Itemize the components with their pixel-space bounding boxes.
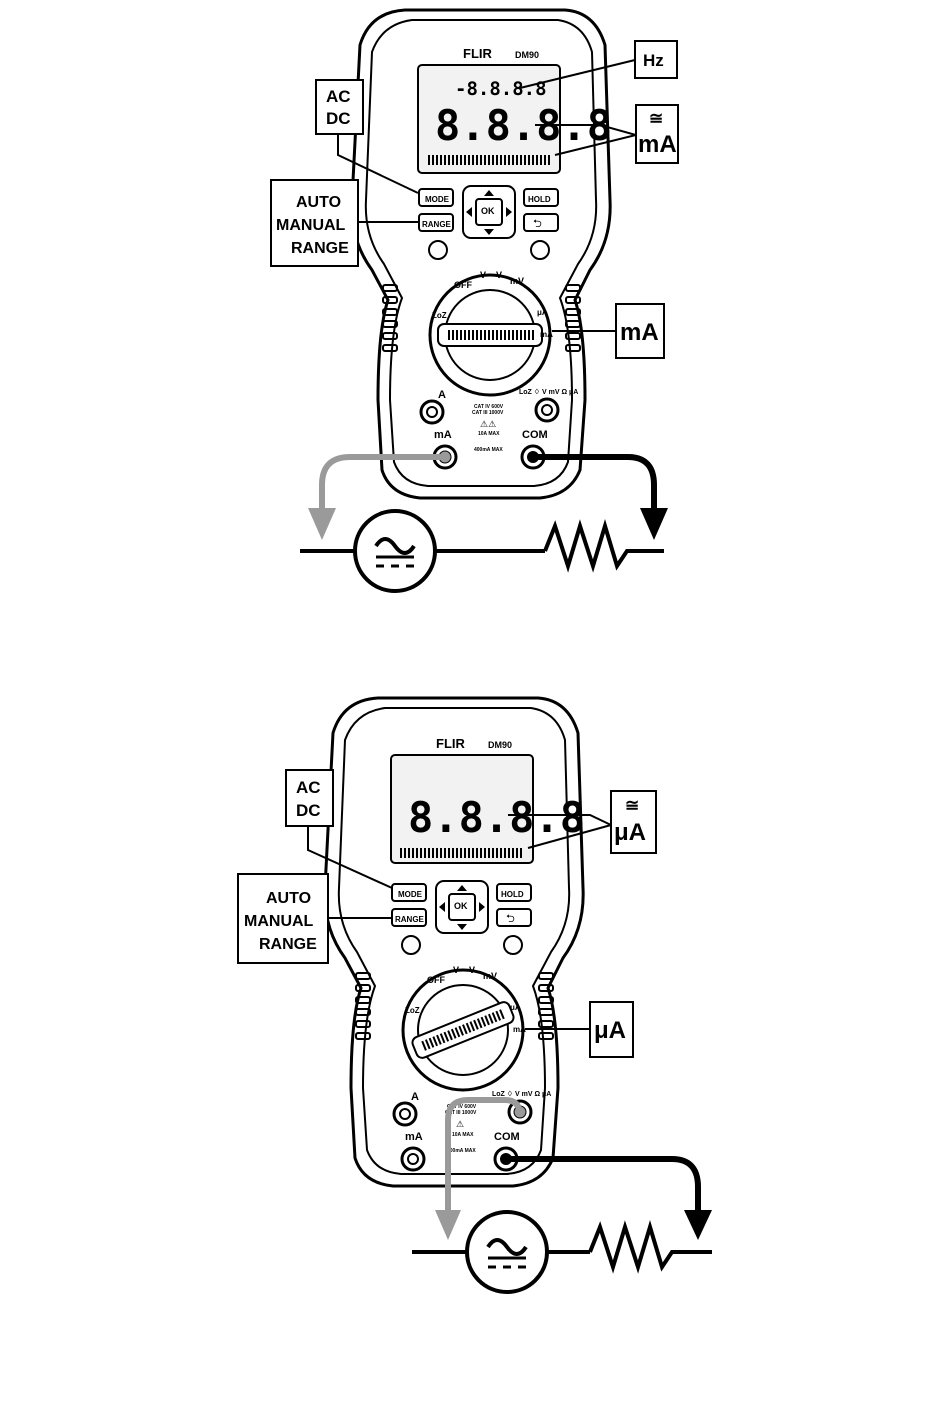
terminal-ma-label: mA	[405, 1131, 423, 1143]
callout-acdc-symbol: ≅	[649, 109, 663, 128]
lcd-main-reading: 8.8.8.8	[408, 793, 585, 842]
callout-dial-unit: μA	[594, 1017, 626, 1044]
lcd-sub-reading: -8.8.8.8	[455, 78, 547, 100]
dial-ua-label: μA	[510, 1003, 521, 1012]
hold-button[interactable]: HOLD	[501, 890, 524, 899]
dial-v-label-2: V	[469, 965, 475, 975]
warning-icon: ⚠⚠	[480, 420, 496, 430]
backlight-button[interactable]	[503, 935, 523, 955]
up-arrow-icon[interactable]	[484, 190, 494, 196]
rating-10a: 10A MAX	[478, 431, 500, 437]
callout-auto: AUTO	[296, 194, 341, 211]
back-arrow-icon: ⮌	[506, 912, 515, 925]
dial-loz-label: LoZ	[405, 1006, 420, 1015]
gray-lead-arrow	[435, 1210, 461, 1240]
resistor-symbol	[543, 519, 664, 573]
range-button[interactable]: RANGE	[422, 220, 452, 229]
callout-hz: Hz	[643, 51, 664, 70]
flashlight-button[interactable]	[428, 240, 448, 260]
black-lead-arrow	[640, 508, 668, 540]
ac-dc-source-symbol	[353, 509, 437, 593]
terminal-a-label: A	[438, 389, 446, 401]
dial-loz-label: LoZ	[432, 311, 447, 320]
dial-ua-label: μA	[537, 308, 548, 317]
terminal-v-label: LoZ ♢ V mV Ω μA	[519, 388, 578, 396]
black-lead-arrow	[684, 1210, 712, 1240]
back-button[interactable]	[523, 213, 559, 232]
model-label: DM90	[515, 50, 539, 60]
callout-dial-unit: mA	[620, 319, 659, 346]
terminal-ma-label: mA	[434, 429, 452, 441]
model-label: DM90	[488, 740, 512, 750]
down-arrow-icon[interactable]	[457, 924, 467, 930]
dial-ma-label: mA	[540, 330, 553, 339]
right-arrow-icon[interactable]	[506, 207, 512, 217]
callout-manual: MANUAL	[276, 217, 346, 234]
rating-10a: 10A MAX	[452, 1132, 474, 1138]
callout-acdc-symbol: ≅	[625, 796, 639, 815]
terminal-a-label: A	[411, 1091, 419, 1103]
rating-cat4: CAT IV 600V	[447, 1104, 477, 1110]
gray-test-lead	[445, 1097, 523, 1215]
callout-unit: mA	[638, 131, 677, 158]
dial-v-label-1: V	[480, 270, 486, 280]
back-arrow-icon: ⮌	[533, 217, 542, 230]
warning-icon: ⚠	[456, 1120, 464, 1130]
meter-diagram-1: FLIR DM90 -8.8.8.8 8.8.8.8 MODE RANGE HO…	[270, 8, 679, 593]
terminal-v-label: LoZ ♢ V mV Ω μA	[492, 1090, 551, 1098]
gray-lead-arrow	[308, 508, 336, 540]
callout-unit: μA	[614, 819, 646, 846]
callout-range: RANGE	[291, 240, 349, 257]
brand-logo: FLIR	[463, 46, 492, 61]
callout-manual: MANUAL	[244, 913, 314, 930]
down-arrow-icon[interactable]	[484, 229, 494, 235]
back-button[interactable]	[496, 908, 532, 927]
backlight-button[interactable]	[530, 240, 550, 260]
resistor-symbol	[588, 1220, 712, 1274]
callout-dc: DC	[296, 801, 321, 820]
rating-cat4: CAT IV 600V	[474, 404, 504, 410]
black-test-lead	[506, 1156, 701, 1215]
ac-dc-source-symbol	[465, 1210, 549, 1294]
brand-logo: FLIR	[436, 736, 465, 751]
dial-v-label-2: V	[496, 270, 502, 280]
meter-diagram-2: FLIR DM90 8.8.8.8 MODE RANGE HOLD ⮌ OK O…	[237, 696, 712, 1294]
range-button[interactable]: RANGE	[395, 915, 425, 924]
rating-400ma: 400mA MAX	[474, 447, 503, 453]
lcd-bargraph	[400, 848, 524, 858]
black-test-lead	[533, 454, 657, 515]
flashlight-button[interactable]	[401, 935, 421, 955]
mode-button[interactable]: MODE	[398, 890, 423, 899]
rating-cat3: CAT III 1000V	[472, 410, 504, 416]
dial-ma-label: mA	[513, 1025, 526, 1034]
dial-v-label-1: V	[453, 965, 459, 975]
callout-range: RANGE	[259, 936, 317, 953]
right-arrow-icon[interactable]	[479, 902, 485, 912]
rating-cat3: CAT III 1000V	[445, 1110, 477, 1116]
callout-ac: AC	[296, 778, 321, 797]
left-arrow-icon[interactable]	[466, 207, 472, 217]
gray-test-lead	[319, 454, 445, 515]
up-arrow-icon[interactable]	[457, 885, 467, 891]
ok-button[interactable]: OK	[481, 206, 495, 216]
callout-ac: AC	[326, 87, 351, 106]
dial-off-label: OFF	[427, 975, 445, 985]
mode-button[interactable]: MODE	[425, 195, 450, 204]
terminal-com-label: COM	[494, 1131, 520, 1143]
ok-button[interactable]: OK	[454, 901, 468, 911]
dial-off-label: OFF	[454, 280, 472, 290]
terminal-com-label: COM	[522, 429, 548, 441]
callout-auto: AUTO	[266, 890, 311, 907]
lcd-bargraph	[428, 155, 552, 165]
lcd-screen	[417, 64, 561, 174]
hold-button[interactable]: HOLD	[528, 195, 551, 204]
left-arrow-icon[interactable]	[439, 902, 445, 912]
callout-dc: DC	[326, 109, 351, 128]
rating-400ma: 400mA MAX	[447, 1148, 476, 1154]
lcd-screen	[390, 754, 534, 864]
dial-mv-label: mV	[483, 971, 497, 981]
dial-mv-label: mV	[510, 276, 524, 286]
